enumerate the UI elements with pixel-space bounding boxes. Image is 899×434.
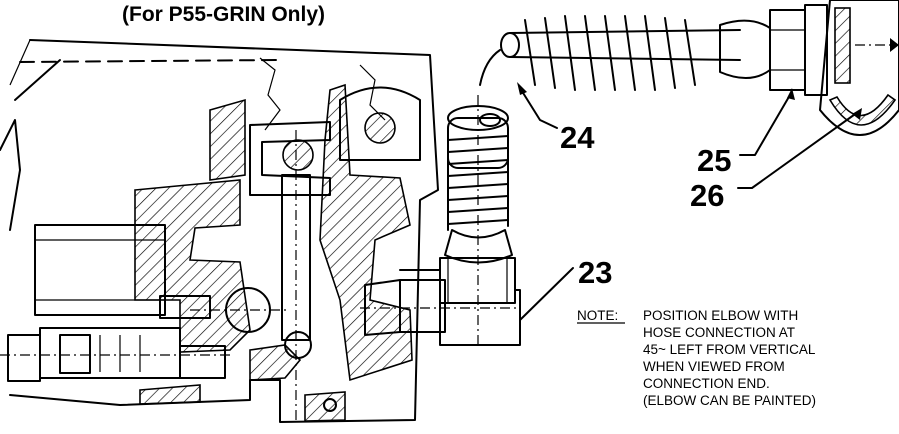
upper-hose-assembly — [479, 0, 899, 189]
hatched-sections — [134, 83, 413, 422]
internal-parts — [0, 86, 421, 420]
hose-elbow-assembly — [360, 95, 574, 346]
callout-24: 24 — [560, 120, 595, 155]
note-block: NOTE: POSITION ELBOW WITH HOSE CONNECTIO… — [577, 308, 816, 408]
callout-25: 25 — [697, 143, 731, 178]
note-line-2: HOSE CONNECTION AT — [643, 325, 795, 340]
note-label: NOTE: — [577, 308, 618, 323]
note-line-3: 45~ LEFT FROM VERTICAL — [643, 342, 816, 357]
callout-26: 26 — [690, 178, 724, 213]
diagram-title: (For P55-GRIN Only) — [122, 3, 325, 26]
note-line-6: (ELBOW CAN BE PAINTED) — [643, 393, 816, 408]
note-line-1: POSITION ELBOW WITH — [643, 308, 798, 323]
note-line-4: WHEN VIEWED FROM — [643, 359, 785, 374]
valve-housing — [0, 39, 439, 423]
note-line-5: CONNECTION END. — [643, 376, 770, 391]
callout-23: 23 — [578, 255, 612, 290]
upper-spring — [524, 15, 696, 91]
